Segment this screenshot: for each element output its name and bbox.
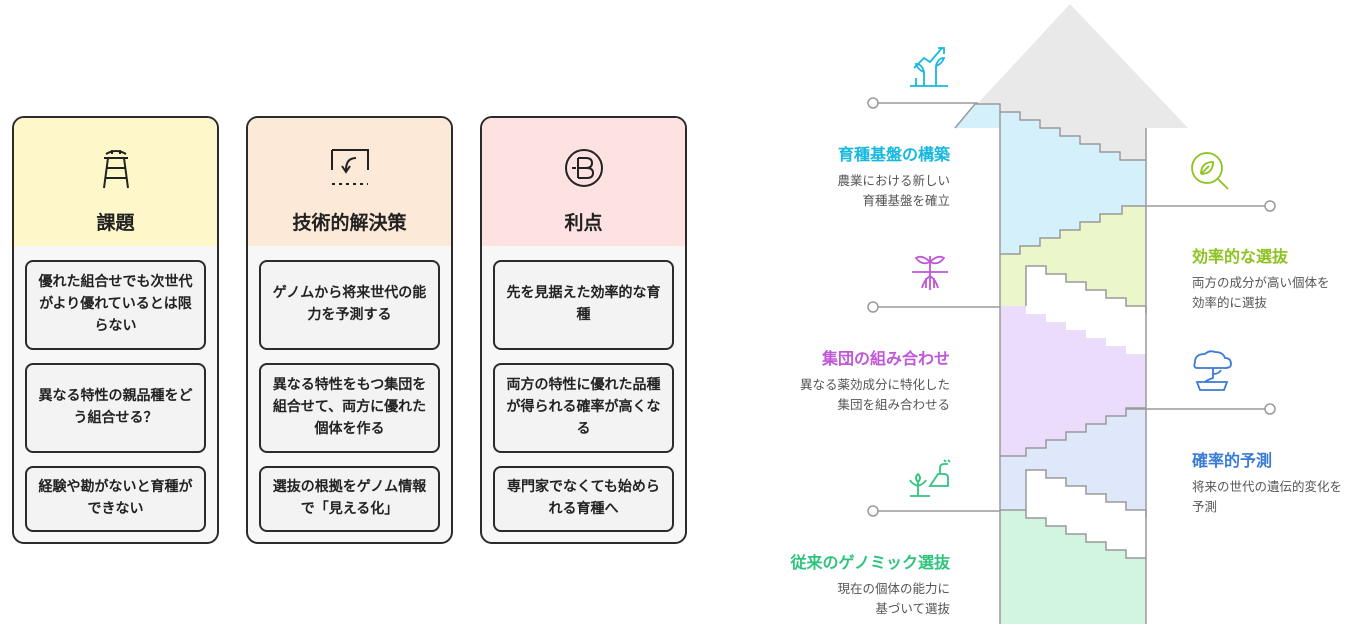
step-title: 育種基盤の構築 (837, 145, 950, 164)
seedling-growth-icon (910, 47, 948, 87)
step-band-4 (1000, 408, 1146, 510)
solution-item: 異なる特性をもつ集団を組合せて、両方に優れた個体を作る (259, 363, 440, 453)
benefit-item: 先を見据えた効率的な育種 (493, 260, 674, 350)
challenge-column: 課題 優れた組合せでも次世代がより優れているとは限らない 異なる特性の親品種をど… (12, 116, 219, 544)
b-circle-icon (564, 149, 603, 187)
connector-dot (867, 97, 879, 109)
stair-outline (954, 103, 1147, 624)
step-description-line: 効率的に選抜 (1192, 295, 1268, 310)
step-description-line: 育種基盤を確立 (862, 193, 950, 208)
connector-dot (867, 505, 879, 517)
solution-column: 技術的解決策 ゲノムから将来世代の能力を予測する 異なる特性をもつ集団を組合せて… (246, 116, 453, 544)
step-description-line: 基づいて選抜 (875, 601, 950, 616)
challenge-item: 異なる特性の親品種をどう組合せる？ (25, 363, 206, 453)
connector-dot (867, 301, 879, 313)
step-title: 確率的予測 (1192, 451, 1273, 470)
benefit-item: 両方の特性に優れた品種が得られる確率が高くなる (493, 363, 674, 453)
step-description: 農業における新しい 育種基盤を確立 (740, 171, 950, 211)
step-title: 集団の組み合わせ (821, 349, 950, 368)
watering-plant-icon (909, 459, 951, 497)
frame-arrow-icon (330, 149, 369, 185)
step-title: 従来のゲノミック選抜 (790, 553, 950, 572)
step-band-3 (1000, 306, 1146, 456)
solution-item: 選抜の根拠をゲノム情報で「見える化」 (259, 466, 440, 532)
step-description: 異なる薬効成分に特化した 集団を組み合わせる (740, 375, 950, 415)
solution-item: ゲノムから将来世代の能力を予測する (259, 260, 440, 350)
challenge-item: 経験や勘がないと育種ができない (25, 466, 206, 532)
step-description-line: 両方の成分が高い個体を (1192, 275, 1330, 290)
connector-dot (1264, 403, 1276, 415)
connectors (873, 102, 1270, 512)
bonsai-tree-icon (1193, 350, 1232, 391)
leaf-search-icon (1191, 152, 1229, 190)
column-title: 利点 (564, 212, 603, 234)
column-tint (482, 118, 685, 246)
column-title: 技術的解決策 (292, 212, 407, 234)
step-title: 効率的な選抜 (1192, 247, 1289, 266)
step-description: 現在の個体の能力に 基づいて選抜 (740, 579, 950, 619)
benefit-item: 専門家でなくても始められる育種へ (493, 466, 674, 532)
step-description-line: 農業における新しい (837, 173, 950, 188)
step-band-5 (1000, 510, 1146, 624)
ladder-icon (102, 150, 129, 189)
step-band-1 (955, 104, 1146, 254)
column-header: 利点 (482, 118, 685, 246)
column-header: 技術的解決策 (248, 118, 451, 246)
connector-dot (1264, 200, 1276, 212)
column-title: 課題 (96, 212, 135, 234)
step-description-line: 将来の世代の遺伝的変化を (1192, 479, 1343, 494)
column-tint (248, 118, 451, 246)
step-band-2 (1000, 206, 1146, 306)
step-description-line: 現在の個体の能力に (837, 581, 950, 596)
column-tint (14, 118, 217, 246)
step-description-line: 集団を組み合わせる (837, 397, 950, 412)
step-description-line: 異なる薬効成分に特化した (799, 377, 950, 392)
step-description-line: 予測 (1192, 499, 1218, 514)
step-description: 両方の成分が高い個体を 効率的に選抜 (1192, 273, 1362, 313)
column-header: 課題 (14, 118, 217, 246)
step-description: 将来の世代の遺伝的変化を 予測 (1192, 477, 1362, 517)
sprout-roots-icon (912, 255, 948, 290)
benefit-column: 利点 先を見据えた効率的な育種 両方の特性に優れた品種が得られる確率が高くなる … (480, 116, 687, 544)
challenge-item: 優れた組合せでも次世代がより優れているとは限らない (25, 260, 206, 350)
